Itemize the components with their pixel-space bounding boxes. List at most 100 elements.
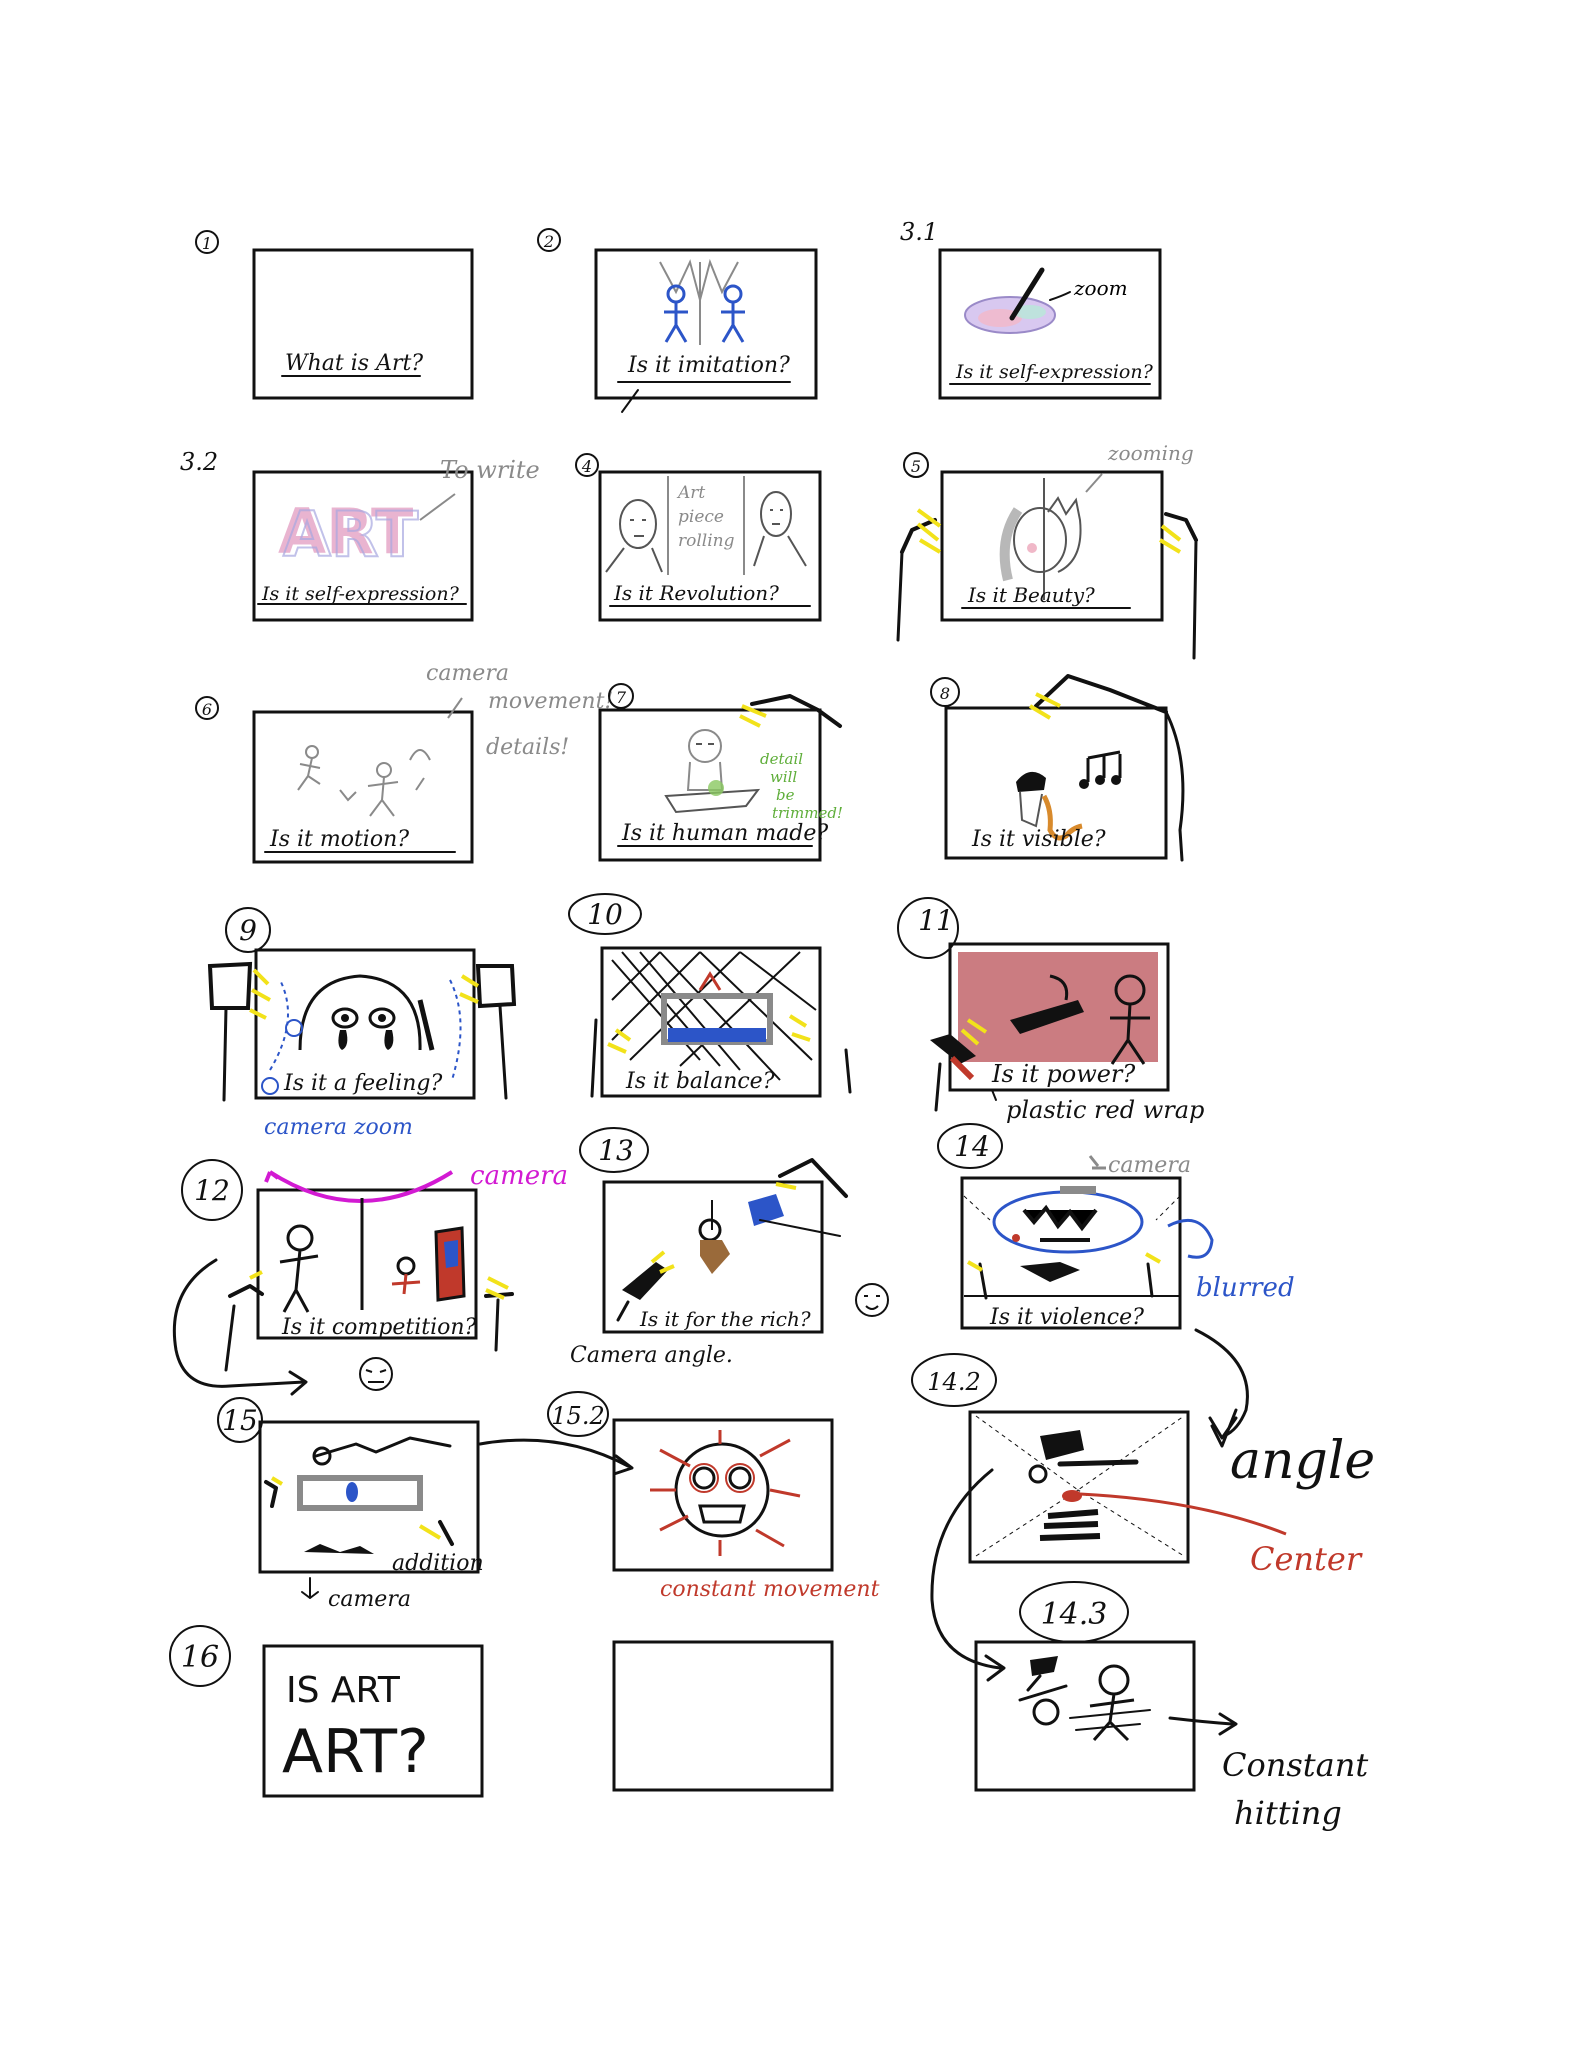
camera-movement-line-1: camera — [426, 661, 509, 686]
frame-number: 1 — [202, 234, 212, 253]
frame-number: 8 — [940, 684, 950, 703]
frame-caption: Is it Beauty? — [967, 583, 1095, 607]
frame-number-circle — [217, 1397, 263, 1443]
frame-2: 2 Is it imitation? — [537, 228, 818, 413]
frame-caption: Is it for the rich? — [639, 1307, 811, 1331]
frame-number: 15 — [222, 1404, 258, 1437]
arrow-head — [984, 1654, 1006, 1682]
frame-box — [940, 470, 1164, 622]
beauty-face-drawing — [999, 473, 1103, 600]
frame-14-2: 14.2 Center angle — [911, 1353, 1375, 1682]
pointer-stroke — [621, 389, 639, 413]
musician-drawing — [1016, 750, 1122, 841]
frame-number: 12 — [194, 1174, 230, 1207]
art-piece-line-3: rolling — [678, 531, 735, 551]
frame-1: 1 What is Art? — [195, 230, 474, 400]
arrow-head — [612, 1454, 634, 1476]
frame-box — [254, 948, 476, 1100]
frame-box — [252, 248, 474, 400]
arrow-head — [288, 1370, 308, 1396]
frame-box — [262, 1644, 484, 1798]
frame-number: 14.3 — [1041, 1597, 1108, 1632]
frame-box — [938, 248, 1162, 400]
studio-light-right — [459, 964, 517, 1100]
frame-caption: Is it motion? — [269, 827, 409, 852]
frame-caption: Is it balance? — [625, 1069, 775, 1094]
frame-box — [252, 470, 474, 622]
balance-scribble-drawing — [590, 951, 852, 1098]
studio-light-top-right — [1028, 674, 1185, 862]
frame-number: 16 — [181, 1640, 219, 1675]
camera-angle-note: Camera angle. — [570, 1343, 733, 1368]
frame-box — [600, 946, 822, 1098]
detail-note-line-2: will — [770, 768, 797, 786]
frame-caption: Is it human made? — [621, 821, 828, 846]
camera-icon — [1088, 1155, 1106, 1170]
frame-caption: Is it a feeling? — [283, 1071, 442, 1096]
frame-number: 13 — [598, 1134, 634, 1167]
frame-box — [598, 708, 822, 862]
frame-box — [594, 248, 818, 400]
frame-number-circle — [547, 1391, 609, 1437]
frame-7: 7 detail will be trimmed! Is it human ma… — [598, 683, 843, 862]
arrow-to-frame-15 — [172, 1258, 306, 1388]
frame-number: 6 — [202, 700, 212, 719]
power-scene-drawing — [930, 952, 1158, 1112]
frame-number-circle — [897, 897, 959, 959]
frame-number-circle — [937, 1123, 1003, 1169]
addition-scene-drawing — [264, 1436, 454, 1554]
paint-palette-drawing — [964, 267, 1071, 334]
dancing-figures-drawing — [297, 745, 431, 817]
frame-number-circle — [608, 683, 634, 709]
arrow-to-frame-14-2 — [1194, 1328, 1249, 1438]
center-note: Center — [1250, 1540, 1363, 1578]
frame-number: 9 — [239, 914, 257, 947]
center-pointer — [1079, 1492, 1287, 1536]
frame-number: 7 — [616, 688, 627, 707]
frame-13: 13 Is it for the rich? Camera angle. — [570, 1127, 889, 1368]
face-icon-features — [864, 1295, 880, 1310]
frame-number-circle — [537, 228, 561, 252]
angry-face-icon — [359, 1357, 393, 1391]
studio-light-left — [224, 1270, 264, 1372]
frame-number-circle — [575, 453, 599, 477]
frame-number-circle — [903, 452, 929, 478]
frame-caption: What is Art? — [285, 351, 423, 376]
frame-caption: Is it self-expression? — [955, 361, 1154, 383]
plastic-red-wrap-note: plastic red wrap — [1006, 1096, 1204, 1124]
competition-drawing — [264, 1170, 466, 1313]
pointer-stroke — [447, 697, 463, 719]
pointer-stroke — [991, 1089, 997, 1101]
to-write-note: To write — [440, 456, 540, 484]
frame-box — [612, 1418, 834, 1572]
frame-number-circle — [169, 1625, 231, 1687]
addition-note: addition — [392, 1551, 484, 1576]
camera-magenta-note: camera — [470, 1161, 568, 1191]
frame-number-circle — [568, 893, 642, 935]
angry-face-icon-features — [365, 1369, 387, 1383]
frame-number: 11 — [918, 904, 954, 937]
frame-caption: Is it visible? — [971, 827, 1106, 852]
frame-number: 4 — [581, 457, 592, 476]
frame-10: 10 Is it balance? — [568, 893, 852, 1098]
frame-box — [612, 1640, 834, 1792]
frame-14-3: 14.3 Constant hitting — [974, 1581, 1368, 1832]
frame-number: 3.1 — [900, 218, 938, 246]
zoom-note: zoom — [1073, 276, 1128, 300]
hitting-scene-drawing — [1018, 1656, 1151, 1742]
frame-number-circle — [911, 1353, 997, 1407]
frame-11: 11 Is it power? plastic red wrap — [897, 897, 1204, 1124]
mirror-figures-drawing — [659, 258, 745, 345]
frame-9: 9 Is it a feeling? camera zoom — [207, 907, 517, 1140]
studio-light-left — [207, 961, 271, 1102]
zooming-note: zooming — [1107, 441, 1194, 465]
arrow-to-frame-14-3 — [930, 1468, 1002, 1670]
frame-number-circle — [225, 907, 271, 953]
frame-caption: Is it imitation? — [627, 353, 790, 378]
detail-note-line-1: detail — [760, 750, 803, 768]
frame-number-circle — [930, 677, 960, 707]
frame-caption: Is it violence? — [989, 1305, 1144, 1330]
art-piece-line-2: piece — [678, 507, 724, 527]
detail-note-line-3: be — [776, 786, 795, 804]
arrow-head — [1218, 1712, 1238, 1736]
